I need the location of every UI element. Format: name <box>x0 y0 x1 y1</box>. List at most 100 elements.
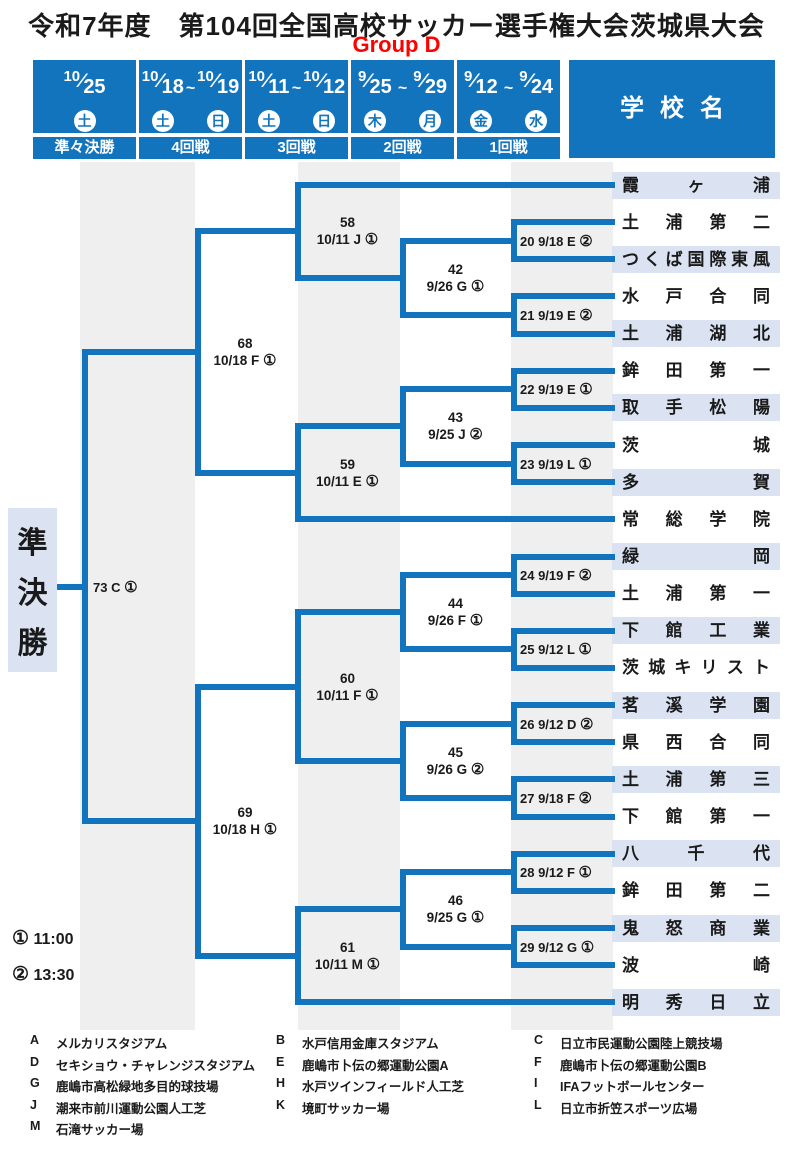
date-range-tilde: ~ <box>397 80 408 97</box>
date-month: 9 <box>413 68 422 85</box>
venue-code: L <box>534 1097 542 1112</box>
date-day: 25 <box>83 76 106 98</box>
venue-name: 鹿嶋市卜伝の郷運動公園A <box>302 1058 449 1073</box>
bracket-line-h <box>400 720 517 727</box>
date-header-cell: 10⁄25 土 <box>33 60 136 133</box>
date-month: 10 <box>248 68 265 85</box>
venue-code: M <box>30 1119 41 1133</box>
match-label: 25 9/12 L ① <box>520 641 592 659</box>
kickoff-slot-mark: ① <box>470 909 485 927</box>
kickoff-slot-mark: ① <box>263 352 277 370</box>
round-header-cell: 1回戦 <box>457 137 560 159</box>
date-slash: ⁄ <box>213 71 217 92</box>
column-stripe <box>80 162 195 1030</box>
bracket-line-h <box>195 683 301 690</box>
bracket-line-h <box>511 256 615 263</box>
bracket-line-h <box>511 553 615 560</box>
date-value: 10⁄25 <box>63 66 105 106</box>
weekday-circle: 木 <box>363 110 386 132</box>
kickoff-slot-mark: ① <box>580 938 595 956</box>
bracket-line-h <box>295 757 406 764</box>
weekday-circle: 土 <box>73 110 96 132</box>
semifinal-match-label: 73 C ① <box>93 578 138 596</box>
school-cell: 鉾田第一 <box>622 361 770 381</box>
date-slash: ⁄ <box>472 71 476 92</box>
bracket-line-h <box>400 312 517 319</box>
date-month: 9 <box>357 68 367 85</box>
school-cell: 取手松陽 <box>612 394 780 422</box>
bracket-line-h <box>82 818 201 825</box>
bracket-line-h <box>511 590 615 597</box>
bracket-line-h <box>511 367 615 374</box>
bracket-line-h <box>295 182 615 188</box>
kickoff-slot-mark: ① <box>470 277 485 295</box>
date-value: 9⁄25 <box>358 66 392 106</box>
kickoff-slot-mark: ① <box>579 381 593 399</box>
bracket-line-h <box>295 999 615 1006</box>
school-cell: 霞ヶ浦 <box>612 171 780 199</box>
date-slash: ⁄ <box>421 71 425 92</box>
school-cell: 下館工業 <box>612 617 780 645</box>
venue-name: 水戸信用金庫スタジアム <box>302 1037 439 1051</box>
date-day: 19 <box>216 76 240 98</box>
bracket-line-h <box>295 274 406 281</box>
date-range-tilde: ~ <box>503 80 514 97</box>
bracket-line-h <box>400 572 517 579</box>
school-cell: 明秀日立 <box>612 988 780 1016</box>
school-cell: 茗溪学園 <box>612 691 780 719</box>
school-cell: 常総学院 <box>622 509 770 529</box>
date-day: 24 <box>530 76 554 98</box>
date-slash: ⁄ <box>80 71 84 92</box>
bracket-line-h <box>400 943 517 950</box>
weekday-circle: 土 <box>257 110 280 132</box>
match-label: 27 9/18 F ② <box>520 789 592 807</box>
round-header-cell: 4回戦 <box>139 137 242 159</box>
bracket-line-h <box>511 887 615 894</box>
round-header-cell: 3回戦 <box>245 137 348 159</box>
date-value: 10⁄19 <box>197 66 239 106</box>
venue-name: 日立市民運動公園陸上競技場 <box>560 1037 723 1051</box>
school-cell: 県西合同 <box>622 732 770 752</box>
date-month: 9 <box>463 68 473 85</box>
venue-name: 日立市折笠スポーツ広場 <box>560 1101 698 1116</box>
school-cell: 八千代 <box>612 840 780 868</box>
kickoff-slot-mark: ② <box>579 232 593 250</box>
venue-name: メルカリスタジアム <box>56 1037 168 1051</box>
venue-name: 境町サッカー場 <box>302 1101 390 1116</box>
kickoff-slot-mark: ① <box>263 821 278 839</box>
group-label: Group D <box>352 32 441 57</box>
school-cell: 土浦第三 <box>612 765 780 793</box>
bracket-line-h <box>400 794 517 801</box>
venue-code: F <box>534 1054 542 1069</box>
bracket-line-h <box>511 479 615 486</box>
kickoff-slot-mark: ② <box>470 760 485 778</box>
bracket-line-h <box>295 516 615 523</box>
date-unit: 10⁄25 土 <box>63 66 106 132</box>
bracket-line-h <box>511 404 615 411</box>
venue-name: 水戸ツインフィールド人工芝 <box>302 1080 464 1094</box>
date-slash: ⁄ <box>527 71 531 92</box>
match-label: 28 9/12 F ① <box>520 864 592 882</box>
semifinal-label-char: 決 <box>17 577 48 610</box>
school-cell: 土浦第二 <box>622 212 770 232</box>
venue-name: 潮来市前川運動公園人工芝 <box>56 1101 207 1116</box>
bracket-line-h <box>195 228 301 235</box>
bracket-line-h <box>511 925 615 931</box>
venue-name: 鹿嶋市高松緑地多目的球技場 <box>56 1080 219 1094</box>
kickoff-slot-mark: ① <box>365 472 379 490</box>
date-day: 12 <box>322 76 346 98</box>
